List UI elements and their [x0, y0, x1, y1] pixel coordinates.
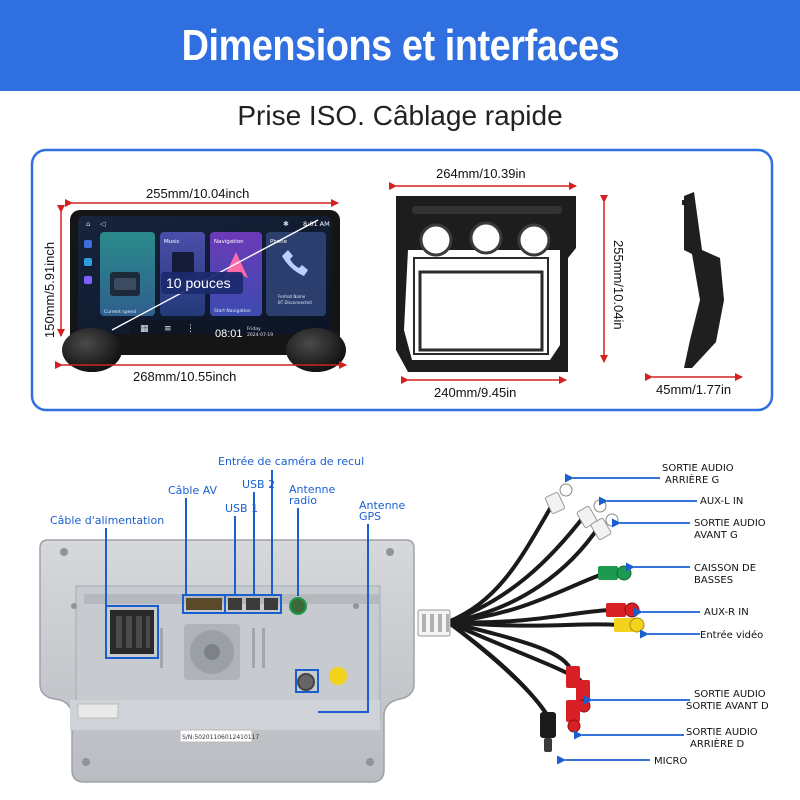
start-navigation-label: Start Navigation — [214, 308, 251, 314]
vent-right — [517, 223, 551, 257]
subwoofer-label-line2: BASSES — [694, 575, 733, 586]
rca-plug-video-in — [614, 617, 645, 633]
unit-bottom-width-label: 268mm/10.55inch — [133, 369, 236, 384]
front-right-out-label-line1: SORTIE AUDIO — [694, 689, 766, 700]
subwoofer-label-line1: CAISSON DE — [694, 563, 756, 574]
av-cable-label: Câble AV — [168, 484, 218, 497]
power-cable-label: Câble d'alimentation — [50, 514, 164, 527]
mic-plug — [540, 712, 556, 752]
radio-antenna-label-line2: radio — [289, 494, 317, 507]
navigation-arrow-icon — [224, 252, 248, 278]
aux-right-label: AUX-R IN — [704, 607, 749, 618]
rear-left-out-label-line2: ARRIÈRE G — [665, 473, 719, 486]
usb1-port — [228, 598, 242, 610]
vent-center — [469, 221, 503, 255]
page-subtitle: Prise ISO. Câblage rapide — [237, 100, 563, 131]
clock-time: 08:01 — [215, 328, 243, 340]
music-card-label: Music — [164, 239, 180, 245]
rca-plug-rear-left — [545, 483, 573, 514]
rca-harness — [417, 483, 645, 752]
phone-card-label: Phone — [270, 239, 288, 245]
apps-grid-icon: ▦ — [140, 324, 149, 334]
unit-width-label: 255mm/10.04inch — [146, 186, 249, 201]
rca-plug-aux-right — [606, 602, 640, 618]
back-icon: ◁ — [100, 220, 106, 228]
rating-sticker — [77, 703, 119, 719]
gps-callout-box — [295, 669, 319, 693]
sliders-icon: ⋮ — [186, 324, 195, 334]
front-left-out-label-line1: SORTIE AUDIO — [694, 518, 766, 529]
title-banner: Dimensions et interfaces — [0, 0, 800, 91]
rear-panel: S/N:50201106012410117 — [39, 539, 415, 783]
rear-left-out-label-line1: SORTIE AUDIO — [662, 463, 734, 474]
frame-width-bottom-label: 240mm/9.45in — [434, 385, 516, 400]
speed-card-label: Current speed — [104, 309, 136, 315]
rear-right-out-label-line1: SORTIE AUDIO — [686, 727, 758, 738]
frame-height-label: 255mm/10.04in — [611, 240, 626, 330]
status-time: 8:01 AM — [303, 220, 330, 228]
mic-label: MICRO — [654, 756, 688, 767]
serial-number: S/N:50201106012410117 — [182, 734, 259, 741]
depth-label: 45mm/1.77in — [656, 382, 731, 397]
warranty-sticker — [329, 667, 347, 685]
screen-size-badge — [161, 272, 243, 294]
rear-callouts — [105, 470, 369, 713]
head-unit-front: ⌂ ◁ ✱ 8:01 AM Current speed Music Naviga… — [62, 210, 346, 372]
gps-antenna-port — [297, 673, 315, 691]
clock-day: Friday — [247, 326, 261, 332]
radio-antenna-label-line1: Antenne — [289, 483, 336, 496]
aux-left-label: AUX-L IN — [700, 496, 743, 507]
dock-app-icon — [84, 240, 92, 248]
gps-antenna-label-line1: Antenne — [359, 499, 406, 512]
rca-plug-front-left — [590, 513, 619, 541]
phone-name: Format Name — [278, 294, 306, 299]
front-right-out-label-line2: SORTIE AVANT D — [686, 701, 769, 712]
vent-left — [419, 223, 453, 257]
dock-app-icon — [84, 276, 92, 284]
usb1-label: USB 1 — [225, 502, 258, 515]
front-left-out-label-line2: AVANT G — [694, 530, 738, 541]
camera-input-label: Entrée de caméra de recul — [218, 455, 364, 468]
side-profile — [682, 192, 724, 368]
rca-plug-rear-right — [566, 700, 581, 733]
unit-height-label: 150mm/5.91inch — [42, 242, 57, 338]
rear-right-out-label-line2: ARRIÈRE D — [690, 737, 744, 750]
usb2-label: USB 2 — [242, 478, 275, 491]
dock-app-icon — [84, 258, 92, 266]
frame-width-top-label: 264mm/10.39in — [436, 166, 526, 181]
rca-arrows — [557, 473, 700, 765]
camera-port — [264, 598, 278, 610]
home-icon: ⌂ — [86, 220, 90, 228]
clock-date: 2024-07-19 — [247, 332, 273, 338]
phone-card — [266, 232, 326, 316]
screen-size-label: 10 pouces — [166, 275, 231, 291]
page-title: Dimensions et interfaces — [181, 20, 619, 70]
mounting-frame — [396, 196, 576, 372]
video-in-label: Entrée vidéo — [700, 629, 763, 641]
usb2-port — [246, 598, 260, 610]
radio-antenna-port — [289, 597, 307, 615]
navigation-card-label: Navigation — [214, 239, 244, 245]
av-connector — [186, 598, 222, 610]
power-callout-box — [105, 605, 159, 659]
bluetooth-icon: ✱ — [283, 220, 289, 228]
equalizer-icon: ≡ — [164, 324, 172, 334]
phone-icon — [282, 250, 308, 276]
phone-status: BT Disconnected — [278, 300, 312, 305]
rca-plug-subwoofer — [598, 565, 632, 581]
gps-antenna-label-line2: GPS — [359, 510, 381, 523]
